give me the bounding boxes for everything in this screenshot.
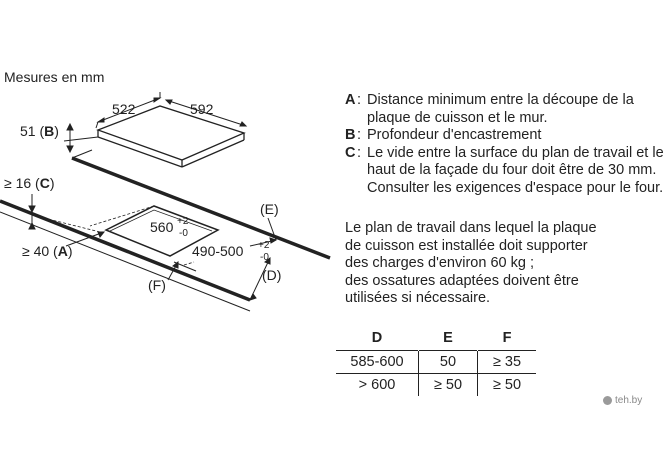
table-header-e: E xyxy=(443,330,453,346)
table-row: > 600 ≥ 50 ≥ 50 xyxy=(336,373,536,396)
legend-key-c: C xyxy=(345,144,356,161)
f-dimension-marker xyxy=(167,260,197,281)
wall-distance-marker xyxy=(65,231,106,247)
legend-text-a: Distance minimum entre la découpe de la … xyxy=(367,92,634,126)
table-row: 585-600 50 ≥ 35 xyxy=(336,350,536,374)
note-line: des ossatures adaptées doivent être xyxy=(345,272,579,289)
front-distance-f-label: (F) xyxy=(148,277,166,293)
legend-colon: : xyxy=(357,92,362,108)
e-dimension-marker xyxy=(249,217,278,247)
note-line: Le plan de travail dans lequel la plaque xyxy=(345,220,597,236)
cutout-width-tol-minus: -0 xyxy=(179,228,188,239)
legend-key-a: A xyxy=(345,92,356,108)
table-cell: 50 xyxy=(418,350,478,374)
legend-colon: : xyxy=(357,144,362,161)
legend-item-b: B : Profondeur d'encastrement xyxy=(345,127,665,145)
table-cell: ≥ 50 xyxy=(418,373,478,396)
wall-distance-label: ≥ 40 (A) xyxy=(22,243,73,259)
embed-depth-marker xyxy=(63,122,99,154)
load-note: Le plan de travail dans lequel la plaque… xyxy=(345,220,665,308)
hob-depth-value: 592 xyxy=(190,101,214,117)
legend-text-b: Profondeur d'encastrement xyxy=(367,127,542,143)
dimension-legend: A : Distance minimum entre la découpe de… xyxy=(345,92,665,197)
watermark-text: teh.by xyxy=(615,395,643,406)
depth-dimension-line xyxy=(164,99,248,127)
cutout-depth-tol-minus: -0 xyxy=(260,252,269,263)
hob-outline xyxy=(96,105,246,168)
legend-key-b: B xyxy=(345,127,356,143)
watermark-logo-icon xyxy=(603,396,612,405)
wall-distance-e-label: (E) xyxy=(260,201,279,217)
table-header-d: D xyxy=(371,330,383,346)
cutout-width-tol-plus: +2 xyxy=(177,216,189,227)
dimension-table: D E F 585-600 50 ≥ 35 > 600 ≥ 50 ≥ 50 xyxy=(336,328,536,396)
note-line: des charges d'environ 60 kg ; xyxy=(345,255,534,271)
units-label: Mesures en mm xyxy=(4,69,104,85)
d-dimension-marker xyxy=(249,256,271,301)
cutout-width-value: 560 xyxy=(150,219,174,235)
legend-text-c: Le vide entre la surface du plan de trav… xyxy=(367,144,664,196)
table-header-row: D E F xyxy=(336,328,536,351)
cooktop-installation-drawing: Mesures en mm 522 592 51 (B) xyxy=(0,69,331,312)
watermark: teh.by xyxy=(603,395,642,406)
note-line: utilisées si nécessaire. xyxy=(345,290,491,306)
table-cell: ≥ 35 xyxy=(477,350,536,374)
table-cell: > 600 xyxy=(336,373,419,396)
note-line: de cuisson est installée doit supporter xyxy=(345,237,588,254)
cutout-depth-value: 490-500 xyxy=(192,243,244,259)
table-cell: ≥ 50 xyxy=(477,373,536,396)
cutout-dashed-guides xyxy=(35,205,195,266)
hob-width-value: 522 xyxy=(112,101,136,117)
worktop-depth-d-label: (D) xyxy=(262,267,281,283)
oven-clearance-marker xyxy=(28,194,36,230)
table-cell: 585-600 xyxy=(336,350,419,374)
table-header-f: F xyxy=(502,330,512,346)
cutout-outline xyxy=(104,205,220,257)
cutout-depth-tol-plus: +2 xyxy=(258,240,270,251)
embed-depth-label: 51 (B) xyxy=(20,123,59,139)
legend-item-a: A : Distance minimum entre la découpe de… xyxy=(345,92,665,127)
legend-item-c: C : Le vide entre la surface du plan de … xyxy=(345,145,665,198)
legend-colon: : xyxy=(357,127,362,143)
oven-clearance-label: ≥ 16 (C) xyxy=(4,175,55,191)
width-dimension-line xyxy=(95,92,162,129)
